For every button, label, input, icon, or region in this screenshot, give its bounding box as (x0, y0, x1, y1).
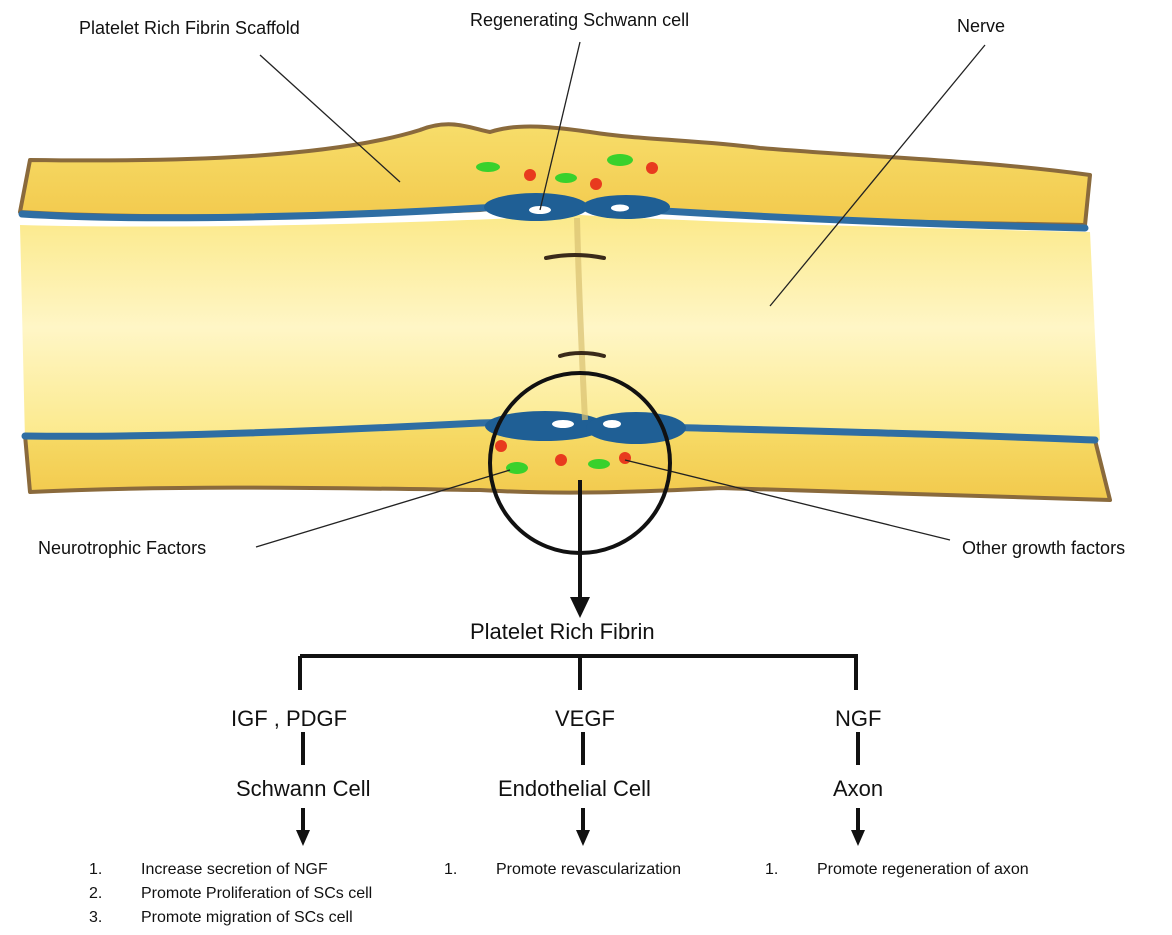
label-schwann-cell: Regenerating Schwann cell (470, 10, 689, 31)
list-item: 2.Promote Proliferation of SCs cell (89, 882, 372, 906)
label-scaffold: Platelet Rich Fibrin Scaffold (79, 18, 300, 39)
tree-root: Platelet Rich Fibrin (470, 619, 655, 645)
list-item: 3.Promote migration of SCs cell (89, 906, 372, 930)
list-item: 1.Increase secretion of NGF (89, 858, 372, 882)
factor-ngf: NGF (833, 706, 883, 732)
effects-endothelial-cell: 1.Promote revascularization (444, 858, 681, 882)
label-other-growth-factors: Other growth factors (962, 538, 1125, 559)
label-neurotrophic-factors: Neurotrophic Factors (38, 538, 206, 559)
list-item: 1.Promote revascularization (444, 858, 681, 882)
target-endothelial-cell: Endothelial Cell (498, 776, 651, 802)
factor-vegf: VEGF (553, 706, 617, 732)
factor-igf-pdgf: IGF , PDGF (229, 706, 349, 732)
label-nerve: Nerve (957, 16, 1005, 37)
target-axon: Axon (833, 776, 883, 802)
nerve-core (20, 215, 1100, 440)
effects-axon: 1.Promote regeneration of axon (765, 858, 1029, 882)
effects-schwann-cell: 1.Increase secretion of NGF 2.Promote Pr… (89, 858, 372, 930)
target-schwann-cell: Schwann Cell (236, 776, 371, 802)
list-item: 1.Promote regeneration of axon (765, 858, 1029, 882)
